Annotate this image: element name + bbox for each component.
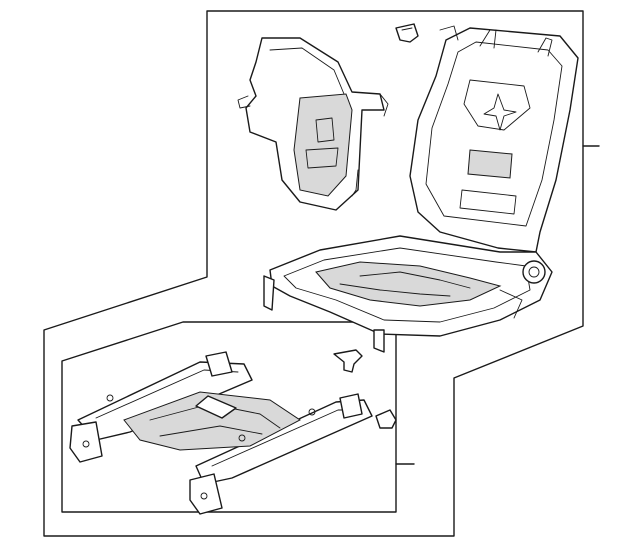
clip [395,23,419,43]
bracket [333,349,363,373]
cap [375,409,397,429]
seat-track-assembly [69,351,373,515]
seatback-panel [237,37,389,211]
upper-assembly-outline [43,10,584,537]
seat-frame [263,25,579,353]
track-assembly-outline [61,321,397,513]
